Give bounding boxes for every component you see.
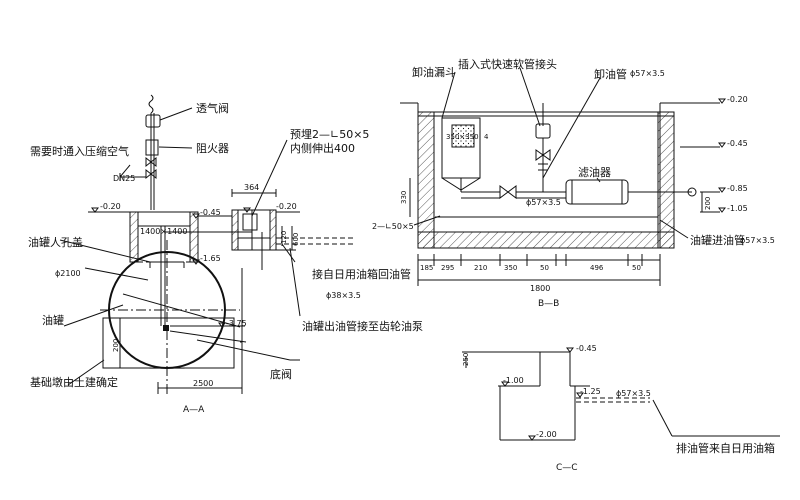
valve-icon	[145, 156, 157, 168]
view-aa	[59, 94, 355, 395]
label-pipe-spec: ϕ57×3.5	[526, 198, 561, 207]
level-pipe: -1.65	[200, 254, 221, 263]
title-aa: A—A	[183, 405, 205, 415]
label-inlet-pipe: 油罐进油管	[690, 233, 745, 247]
dim-total: 1800	[530, 284, 550, 293]
level-bottom: -3.75	[226, 319, 247, 328]
dim-b-6: 50	[632, 264, 641, 272]
dim-span: 2500	[193, 379, 213, 388]
dim-b-5: 496	[590, 264, 604, 272]
label-quick-connector: 插入式快速软管接头	[458, 57, 557, 71]
label-outlet-pipe: 油罐出油管接至齿轮油泵	[302, 319, 423, 333]
dim-b-3: 350	[504, 264, 517, 272]
level-right-ground: -0.20	[276, 202, 297, 211]
label-dn: DN25	[113, 174, 135, 183]
dim-funnel-num: 4	[484, 133, 489, 141]
dim-b-4: 50	[540, 264, 549, 272]
label-return-spec: ϕ38×3.5	[326, 291, 361, 300]
level-cc-bottom: -2.00	[536, 430, 557, 439]
level-bb-l2: -0.45	[727, 139, 748, 148]
label-diameter: ϕ2100	[55, 269, 81, 278]
bottom-valve-icon	[163, 325, 169, 331]
oil-funnel	[441, 117, 481, 192]
title-cc: C—C	[556, 463, 578, 473]
gate-valve-icon	[499, 185, 517, 199]
oil-tank	[100, 226, 241, 395]
label-unload-spec: ϕ57×3.5	[630, 69, 665, 78]
quick-connector	[535, 103, 551, 192]
label-inlet-spec: ϕ57×3.5	[740, 236, 775, 245]
valve-icon-2	[145, 168, 157, 180]
title-bb: B—B	[538, 299, 559, 309]
label-flame-arrester: 阻火器	[196, 142, 229, 155]
flame-arrester-icon	[145, 139, 159, 156]
foundation	[102, 317, 235, 369]
vent-pipe	[119, 94, 161, 210]
view-cc	[462, 347, 780, 441]
level-cc-left: -1.00	[503, 376, 524, 385]
label-angle: 2—∟50×5	[372, 222, 414, 231]
pipe-end-icon	[687, 187, 697, 197]
vent-valve-icon	[145, 114, 161, 128]
oil-filter-icon	[565, 179, 629, 205]
dim-h330: 330	[400, 191, 408, 204]
dim-box-h2: 600	[292, 233, 300, 246]
dim-box-width: 364	[244, 183, 259, 192]
label-drain-pipe: 排油管来自日用油箱	[676, 441, 775, 455]
level-ground-left: -0.20	[100, 202, 121, 211]
dim-box-h1: 120	[280, 231, 288, 244]
dim-b-0: 185	[420, 264, 433, 272]
level-bb-top: -0.20	[727, 95, 748, 104]
label-return-pipe: 接自日用油箱回油管	[312, 267, 411, 281]
label-preembed-2: 内侧伸出400	[290, 141, 355, 155]
dim-b-1: 295	[441, 264, 454, 272]
view-bb	[400, 67, 726, 286]
dim-b-2: 210	[474, 264, 487, 272]
valve-box	[231, 189, 300, 251]
label-funnel: 卸油漏斗	[412, 65, 456, 79]
label-unload-pipe: 卸油管	[594, 67, 627, 81]
dim-h200: 200	[704, 197, 712, 210]
level-cc-top: -0.45	[576, 344, 597, 353]
dim-cc-h250: 250	[462, 353, 470, 366]
level-bb-l3: -0.85	[727, 184, 748, 193]
label-tank: 油罐	[42, 313, 64, 327]
level-cc-pipe: -1.25	[580, 387, 601, 396]
label-bottom-valve: 底阀	[270, 367, 292, 381]
label-preembed-1: 预埋2—∟50×5	[290, 128, 369, 141]
label-cc-spec: ϕ57×3.5	[616, 389, 651, 398]
label-compressed-air: 需要时通入压缩空气	[30, 144, 129, 158]
label-foundation: 基础墩由土建确定	[30, 375, 118, 389]
label-manhole: 油罐人孔盖	[28, 235, 83, 249]
level-bb-l4: -1.05	[727, 204, 748, 213]
dim-pit-size: 1400×1400	[140, 227, 187, 236]
level-pit-top: -0.45	[200, 208, 221, 217]
dim-funnel-size: 350×350	[446, 133, 479, 141]
dim-foundation-h: 200	[112, 339, 120, 352]
label-vent-valve: 透气阀	[196, 101, 229, 115]
label-filter: 滤油器	[578, 165, 611, 179]
